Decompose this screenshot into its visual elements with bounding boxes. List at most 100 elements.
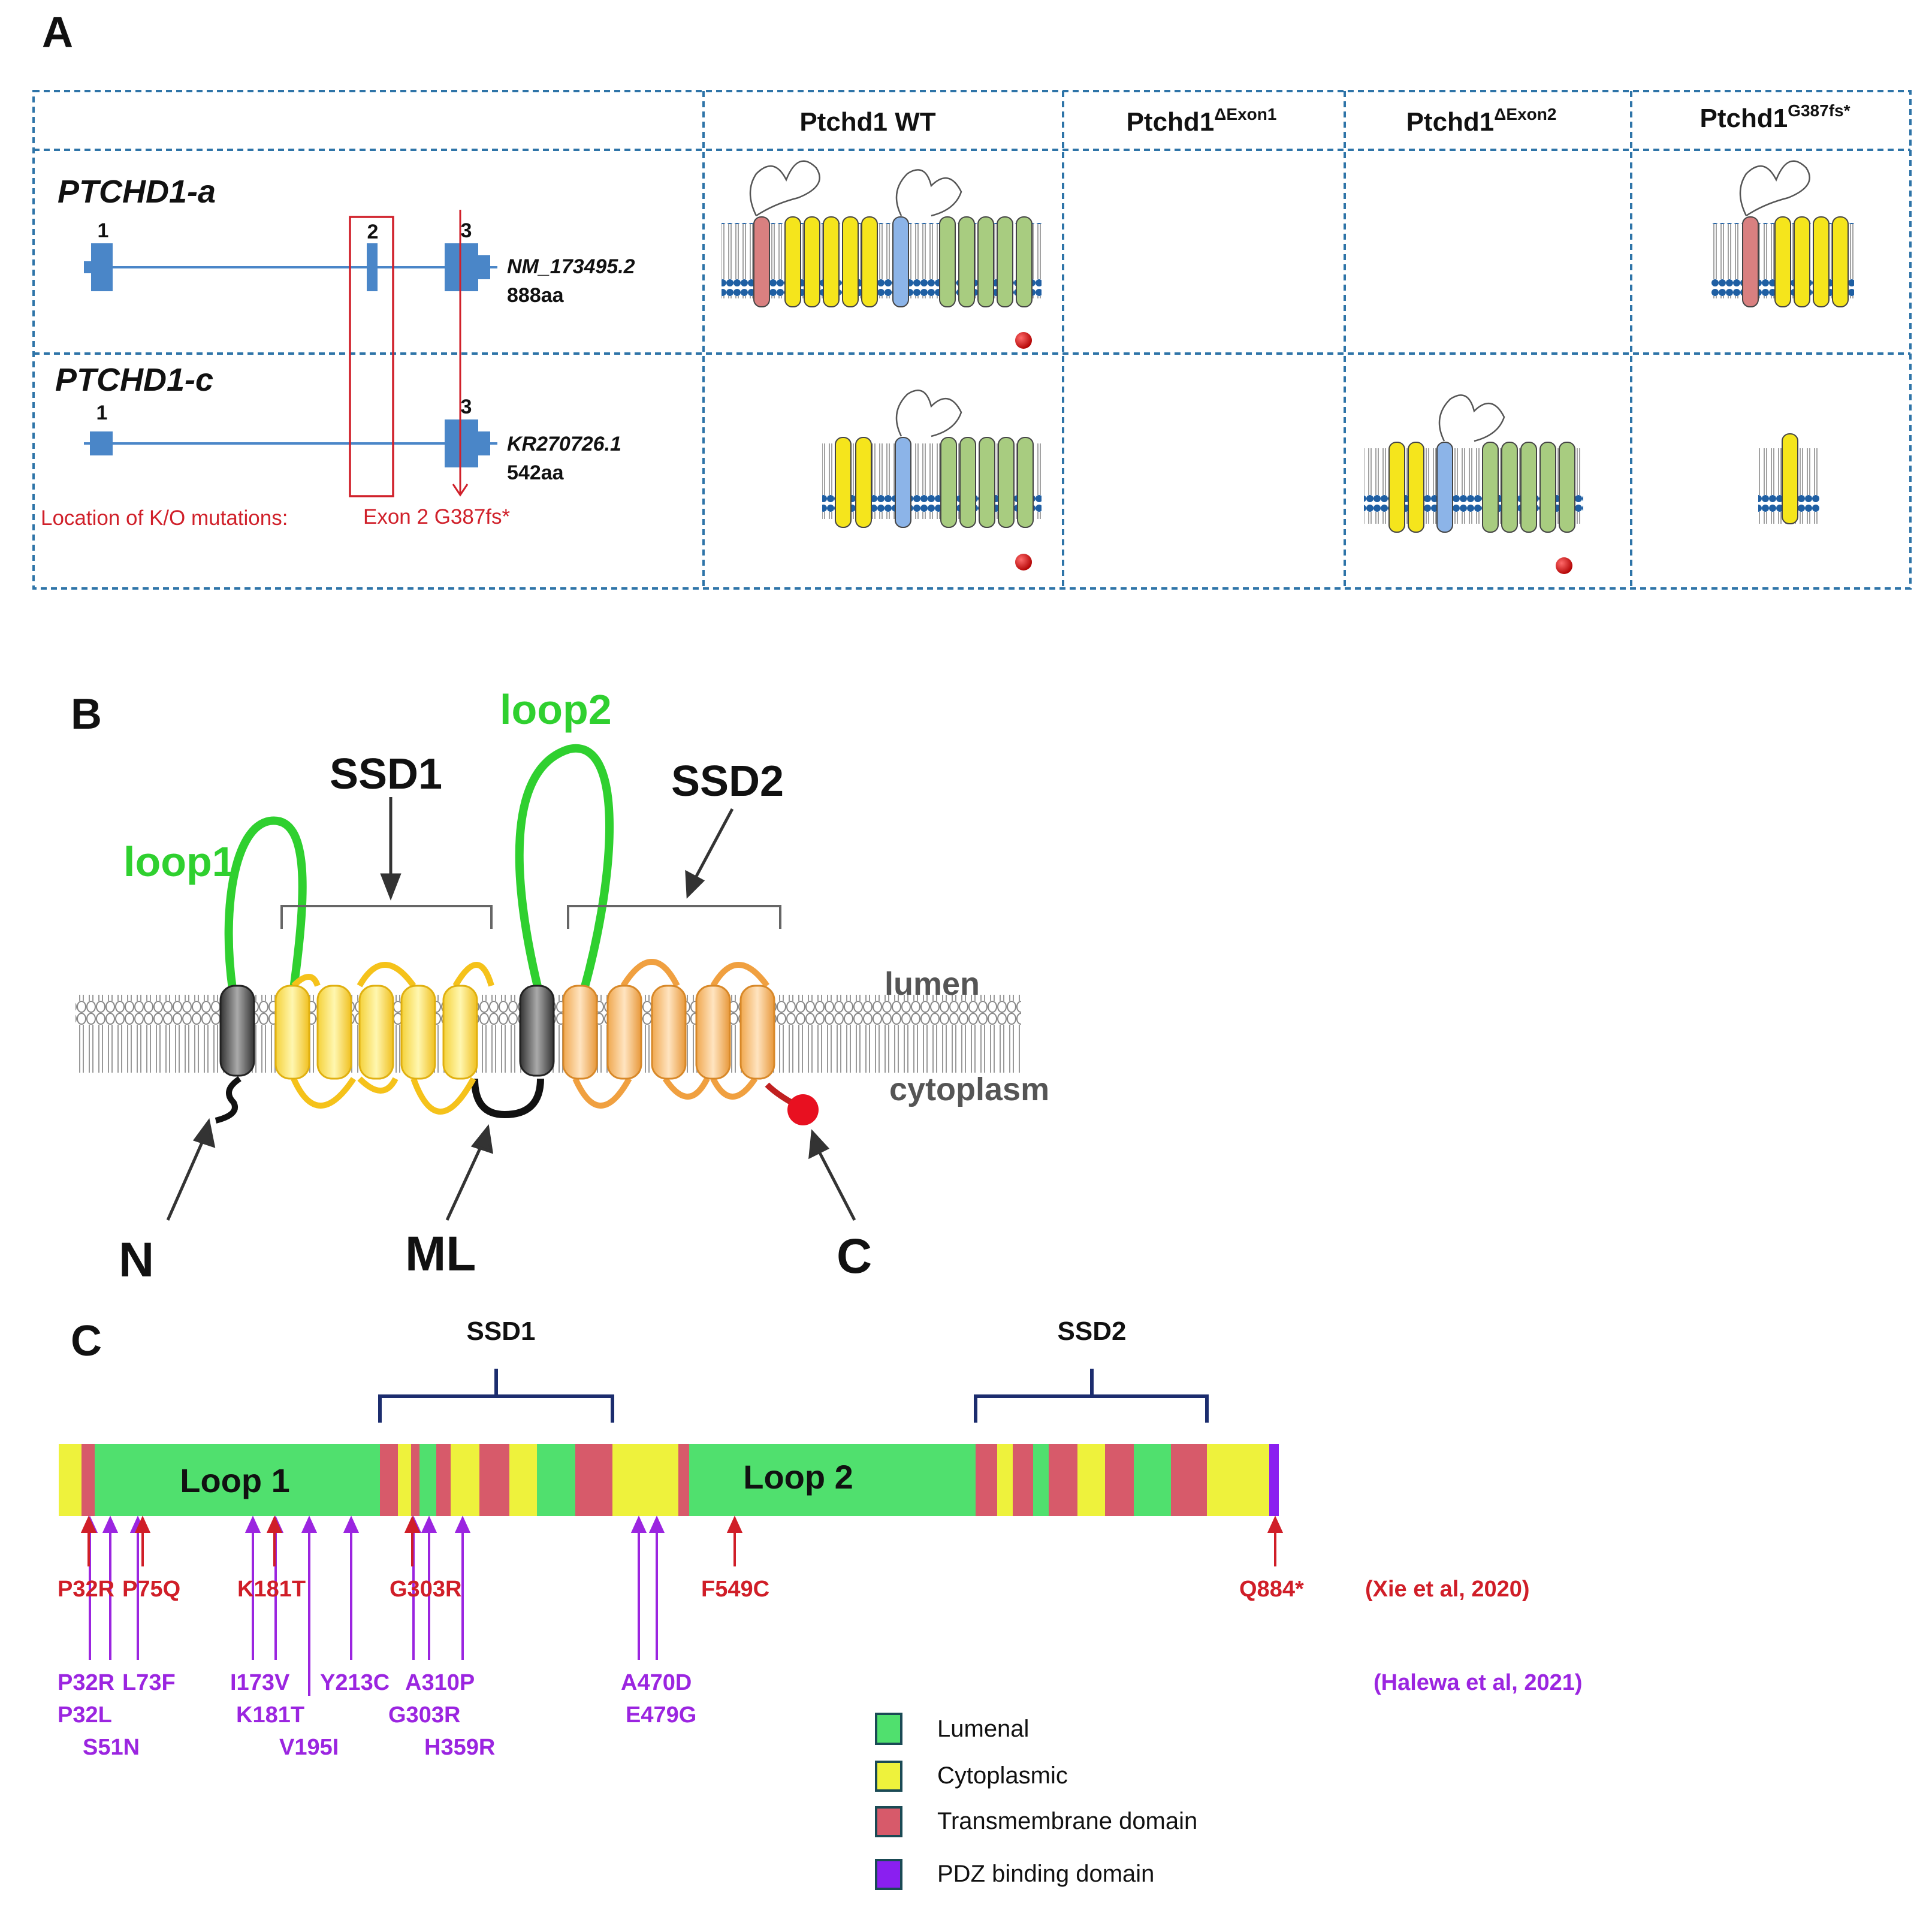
tm-segment — [575, 1444, 612, 1516]
halewa-mutation: E479G — [626, 1702, 696, 1728]
isoform-a-accession: NM_173495.2 — [507, 255, 635, 278]
ssd2-label: SSD2 — [671, 757, 784, 805]
halewa-mutation: A310P — [405, 1670, 475, 1695]
loop2-bar-label: Loop 2 — [743, 1458, 853, 1496]
tm-segment — [380, 1444, 398, 1516]
isoform-c-exon-1: 1 — [96, 401, 108, 424]
ssd1-bracket-label: SSD1 — [467, 1317, 536, 1346]
halewa-mutation: P32L — [58, 1702, 112, 1728]
xie-mutation: P32R — [58, 1577, 114, 1602]
tm-segment — [1171, 1444, 1207, 1516]
halewa-mutation: L73F — [122, 1670, 176, 1695]
cytoplasmic-segment — [451, 1444, 479, 1516]
membrane-g387-c — [1758, 433, 1819, 524]
ssd1-label: SSD1 — [330, 750, 442, 798]
xie-citation: (Xie et al, 2020) — [1365, 1577, 1530, 1602]
lumenal-segment — [95, 1444, 380, 1516]
legend-swatch-cytoplasmic — [875, 1761, 902, 1792]
halewa-mutation: H359R — [424, 1735, 495, 1760]
col-header-g387fs: Ptchd1G387fs* — [1700, 101, 1851, 133]
topology-diagram — [76, 744, 1021, 1221]
xie-mutation: K181T — [237, 1577, 306, 1602]
membrane-g387-a — [1711, 160, 1854, 307]
mutation-arrows — [80, 1516, 1284, 1696]
c-terminus-label: C — [837, 1229, 872, 1284]
isoform-a-name: PTCHD1-a — [58, 174, 216, 210]
isoform-a-exon-2: 2 — [367, 221, 379, 243]
halewa-mutation: Y213C — [320, 1670, 390, 1695]
panel-a-grid — [32, 90, 1912, 590]
isoform-a-length: 888aa — [507, 284, 564, 307]
tm-segment — [1105, 1444, 1134, 1516]
halewa-mutation: I173V — [230, 1670, 290, 1695]
panel-b-label: B — [71, 690, 102, 738]
cytoplasmic-segment — [59, 1444, 81, 1516]
ssd2-bracket-label: SSD2 — [1058, 1317, 1127, 1346]
lumenal-segment — [419, 1444, 436, 1516]
cytoplasmic-segment — [398, 1444, 411, 1516]
legend-swatch-lumenal — [875, 1713, 902, 1745]
xie-mutation: F549C — [701, 1577, 769, 1602]
lumenal-segment — [537, 1444, 575, 1516]
halewa-mutation: P32R — [58, 1670, 114, 1695]
halewa-mutation: V195I — [279, 1735, 339, 1760]
lumenal-segment — [1134, 1444, 1171, 1516]
membrane-dexon2-c — [1364, 394, 1583, 574]
ko-exon-label: Exon 2 G387fs* — [363, 505, 511, 529]
lumenal-segment — [689, 1444, 976, 1516]
tm-segment — [1049, 1444, 1077, 1516]
halewa-mutation: A470D — [621, 1670, 692, 1695]
col-header-wt: Ptchd1 WT — [799, 107, 935, 137]
xie-mutation: P75Q — [122, 1577, 180, 1602]
lumen-label: lumen — [885, 966, 980, 1002]
panel-a-label: A — [42, 8, 73, 56]
cytoplasmic-segment — [509, 1444, 537, 1516]
cytoplasmic-segment — [997, 1444, 1013, 1516]
legend-label-cytoplasmic: Cytoplasmic — [937, 1762, 1068, 1789]
col-header-dexon2: Ptchd1ΔExon2 — [1406, 105, 1557, 137]
isoform-a-exon-1: 1 — [98, 219, 109, 242]
loop2-label: loop2 — [500, 686, 612, 733]
ko-exon2-box — [349, 216, 394, 497]
n-terminus-label: N — [119, 1233, 154, 1287]
cytoplasmic-segment — [1207, 1444, 1269, 1516]
loop1-bar-label: Loop 1 — [180, 1462, 290, 1499]
tm-segment — [976, 1444, 997, 1516]
ml-label: ML — [405, 1227, 476, 1281]
legend-label-pdz: PDZ binding domain — [937, 1861, 1154, 1887]
tm-segment — [678, 1444, 689, 1516]
membrane-wt-c — [822, 390, 1042, 570]
tm-segment — [81, 1444, 95, 1516]
ko-location-label: Location of K/O mutations: — [41, 506, 288, 530]
isoform-c-exon-3: 3 — [461, 396, 472, 418]
halewa-mutation: G303R — [388, 1702, 460, 1728]
isoform-c-accession: KR270726.1 — [507, 433, 621, 455]
xie-mutation: G303R — [390, 1577, 461, 1602]
isoform-c-gene-model — [84, 419, 497, 467]
isoform-a-exon-3: 3 — [461, 219, 472, 242]
isoform-c-length: 542aa — [507, 461, 564, 484]
cytoplasmic-segment — [1077, 1444, 1105, 1516]
loop1-label: loop1 — [123, 838, 236, 885]
membrane-wt-a — [722, 160, 1042, 349]
tm-segment — [1013, 1444, 1033, 1516]
tm-segment — [436, 1444, 451, 1516]
lumenal-segment — [1033, 1444, 1049, 1516]
tm-segment — [479, 1444, 509, 1516]
legend-label-lumenal: Lumenal — [937, 1716, 1029, 1742]
xie-mutation: Q884* — [1239, 1577, 1304, 1602]
legend: Lumenal Cytoplasmic Transmembrane domain… — [875, 1713, 1197, 1890]
legend-swatch-pdz — [875, 1859, 902, 1890]
panel-c-label: C — [71, 1317, 102, 1365]
isoform-a-gene-model — [84, 243, 497, 291]
pdz-segment — [1269, 1444, 1279, 1516]
cytoplasmic-segment — [612, 1444, 678, 1516]
halewa-mutation: K181T — [236, 1702, 304, 1728]
legend-label-tm: Transmembrane domain — [937, 1808, 1197, 1834]
isoform-c-name: PTCHD1-c — [55, 362, 213, 398]
col-header-dexon1: Ptchd1ΔExon1 — [1127, 105, 1277, 137]
ssd-brackets — [378, 1369, 1209, 1423]
cytoplasm-label: cytoplasm — [889, 1071, 1049, 1107]
halewa-citation: (Halewa et al, 2021) — [1373, 1670, 1583, 1695]
